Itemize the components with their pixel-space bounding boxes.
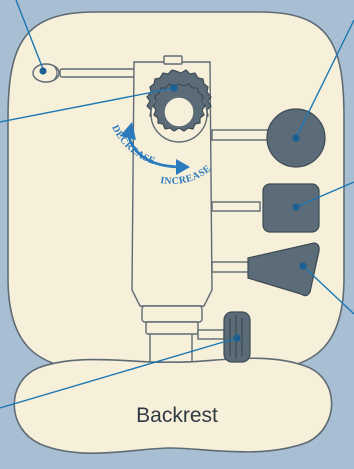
square-control-stem xyxy=(211,201,261,212)
triangle-control-stem xyxy=(211,261,253,273)
dial-direction-arrow xyxy=(126,133,181,169)
callout-line-height-knob xyxy=(0,337,238,409)
callout-dot-triangle-control xyxy=(299,262,307,270)
callout-line-dial xyxy=(0,87,175,123)
backrest-shape xyxy=(13,357,333,454)
callout-line-lever xyxy=(15,0,44,70)
square-control-knob xyxy=(262,183,320,233)
callout-dot-height-knob xyxy=(233,334,241,342)
tension-lever-bar xyxy=(59,68,139,78)
round-control-stem xyxy=(211,129,273,141)
column-collar xyxy=(141,305,203,323)
backrest-label: Backrest xyxy=(136,404,218,427)
callout-dot-lever xyxy=(39,67,47,75)
dial-center-button xyxy=(163,96,195,128)
callout-line-round-control xyxy=(295,19,354,139)
callout-dot-dial xyxy=(170,84,178,92)
callout-line-triangle-control xyxy=(302,265,354,315)
height-knob-stem xyxy=(197,329,225,340)
tension-lever-handle xyxy=(32,63,60,83)
triangle-control-knob xyxy=(247,242,320,297)
callout-line-square-control xyxy=(295,181,354,208)
callout-dot-round-control xyxy=(292,134,300,142)
callout-dot-square-control xyxy=(292,203,300,211)
